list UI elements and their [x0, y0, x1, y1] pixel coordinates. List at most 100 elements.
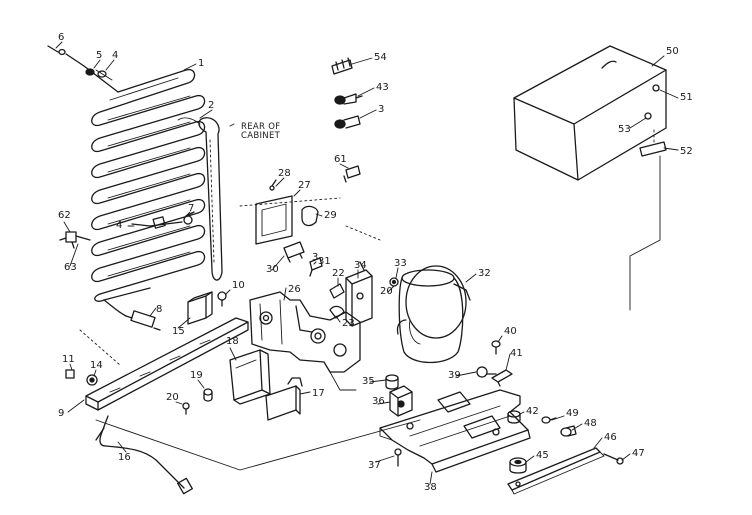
clip-31 — [309, 257, 323, 277]
part-label-52: 52 — [680, 146, 693, 157]
rear-cabinet-tube: REAR OF CABINET — [177, 117, 281, 281]
part-label-40: 40 — [504, 326, 517, 337]
terminal-61 — [343, 165, 361, 183]
bolt-39 — [476, 366, 497, 378]
part-label-32: 32 — [478, 268, 491, 279]
part-label-36: 36 — [372, 396, 385, 407]
part-label-41: 41 — [510, 348, 523, 359]
terminal-22 — [329, 283, 345, 299]
part-label-4b: 4 — [116, 220, 122, 231]
mount-36 — [389, 385, 413, 417]
part-label-14: 14 — [90, 360, 103, 371]
wire-hanger — [629, 155, 661, 311]
clip-52 — [639, 129, 667, 157]
part-label-22: 22 — [332, 268, 345, 279]
screw-37 — [394, 448, 402, 467]
part-label-3b: 3 — [312, 252, 318, 263]
cover-17 — [265, 377, 303, 421]
washer-40 — [491, 340, 501, 355]
condenser-coil — [91, 68, 206, 317]
part-label-11: 11 — [62, 354, 75, 365]
part-label-27: 27 — [298, 180, 311, 191]
connector-43 — [334, 93, 363, 105]
grommet-45 — [509, 457, 527, 474]
rail-46 — [507, 447, 605, 495]
relay-box-18 — [229, 349, 271, 405]
part-label-23: 23 — [342, 318, 355, 329]
compressor — [389, 265, 471, 364]
base-plate-38 — [379, 389, 531, 473]
part-label-26: 26 — [288, 284, 301, 295]
part-label-1: 1 — [198, 58, 204, 69]
part-label-33: 33 — [394, 258, 407, 269]
spacer-41 — [491, 369, 513, 387]
drier-fitting — [131, 211, 195, 229]
screw-47 — [603, 453, 624, 465]
part-label-63: 63 — [64, 262, 77, 273]
power-cord — [95, 415, 193, 495]
part-label-20: 20 — [166, 392, 179, 403]
part-label-8: 8 — [156, 304, 162, 315]
part-label-18: 18 — [226, 336, 239, 347]
top-left-fittings — [47, 45, 119, 93]
part-label-20b: 20 — [380, 286, 393, 297]
part-label-4: 4 — [112, 50, 118, 61]
part-label-31: 31 — [318, 256, 331, 267]
part-label-43: 43 — [376, 82, 389, 93]
part-label-53: 53 — [618, 124, 631, 135]
rear-of-cabinet-label: REAR OF — [241, 122, 280, 132]
grommet-35 — [385, 374, 399, 390]
grommet-19 — [203, 388, 213, 402]
cover-50 — [513, 45, 667, 181]
part-label-49: 49 — [566, 408, 579, 419]
part-label-29: 29 — [324, 210, 337, 221]
bushing-48 — [560, 425, 577, 437]
compressor-mount-plate — [249, 291, 361, 391]
part-label-9: 9 — [58, 408, 64, 419]
bracket-15 — [187, 291, 213, 325]
screw-28 — [269, 179, 277, 191]
rear-of-cabinet-label-line2: CABINET — [241, 131, 281, 141]
base-rail — [65, 317, 249, 411]
left-clip — [59, 231, 91, 249]
part-label-51: 51 — [680, 92, 693, 103]
part-label-7: 7 — [188, 203, 194, 214]
part-label-3: 3 — [378, 104, 384, 115]
screw-49 — [541, 416, 557, 424]
part-label-42: 42 — [526, 406, 539, 417]
part-label-37: 37 — [368, 460, 381, 471]
part-label-6: 6 — [58, 32, 64, 43]
washer-42 — [507, 410, 521, 424]
overload-relay-34 — [345, 261, 373, 327]
part-label-10: 10 — [232, 280, 245, 291]
part-label-47: 47 — [632, 448, 645, 459]
part-label-50: 50 — [666, 46, 679, 57]
drier-cylinder — [125, 310, 161, 331]
part-label-34: 34 — [354, 260, 367, 271]
switch-30 — [283, 241, 305, 263]
bracket-27 — [255, 195, 293, 245]
part-label-17: 17 — [312, 388, 325, 399]
part-label-48: 48 — [584, 418, 597, 429]
part-label-46: 46 — [604, 432, 617, 443]
back-panel-outline — [79, 197, 421, 471]
part-labels: 6 5 4 1 2 4 7 62 63 8 10 15 11 14 9 18 1… — [58, 32, 693, 493]
part-label-16: 16 — [118, 452, 131, 463]
terminal-54 — [331, 57, 353, 75]
part-label-62: 62 — [58, 210, 71, 221]
part-label-2: 2 — [208, 100, 214, 111]
leader-lines — [55, 41, 679, 485]
part-label-15: 15 — [172, 326, 185, 337]
screw-10 — [217, 291, 227, 307]
part-label-38: 38 — [424, 482, 437, 493]
part-label-45: 45 — [536, 450, 549, 461]
clip-23 — [329, 305, 345, 319]
connector-3 — [334, 115, 361, 129]
part-label-61: 61 — [334, 154, 347, 165]
part-label-5: 5 — [96, 50, 102, 61]
part-label-19: 19 — [190, 370, 203, 381]
part-label-28: 28 — [278, 168, 291, 179]
part-label-35: 35 — [362, 376, 375, 387]
part-label-39: 39 — [448, 370, 461, 381]
